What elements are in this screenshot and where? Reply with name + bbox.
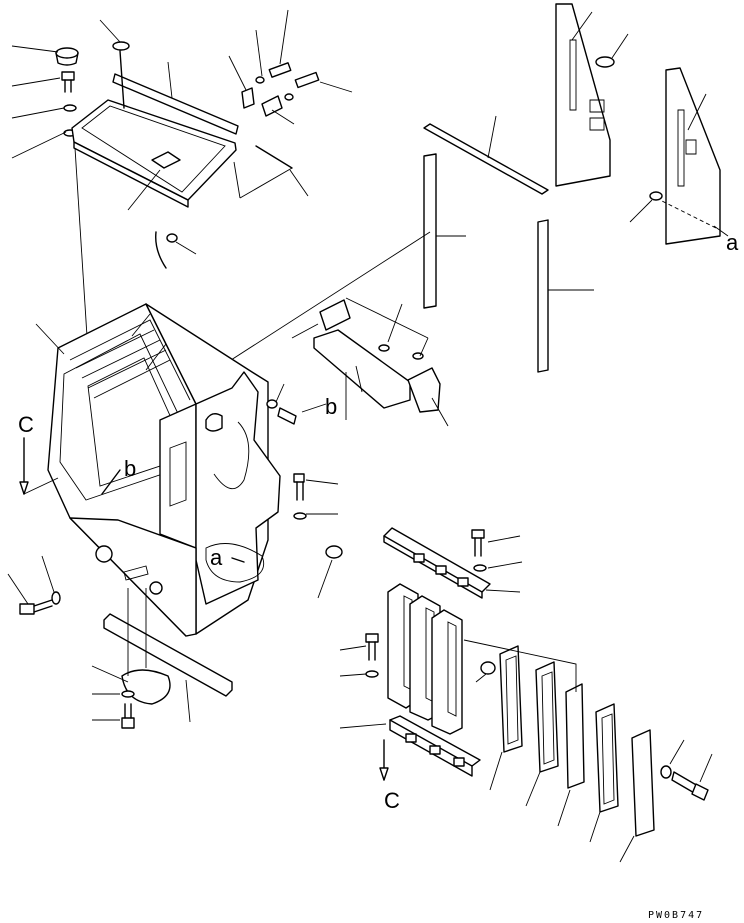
label-a-right: a — [726, 230, 739, 255]
right-side-panels: a — [171, 3, 739, 399]
step-assembly: C — [339, 527, 713, 863]
cab-frame: a b C — [7, 303, 343, 729]
drawing-code: PW0B747 — [648, 910, 704, 921]
label-b-lower: b — [325, 394, 337, 419]
label-c-bottom: C — [384, 788, 400, 813]
wedge-parts: b — [291, 297, 449, 427]
label-c-left: C — [18, 412, 34, 437]
label-a-cab: a — [210, 545, 223, 570]
label-b-cab: b — [124, 456, 136, 481]
top-cover-assembly — [11, 9, 353, 353]
